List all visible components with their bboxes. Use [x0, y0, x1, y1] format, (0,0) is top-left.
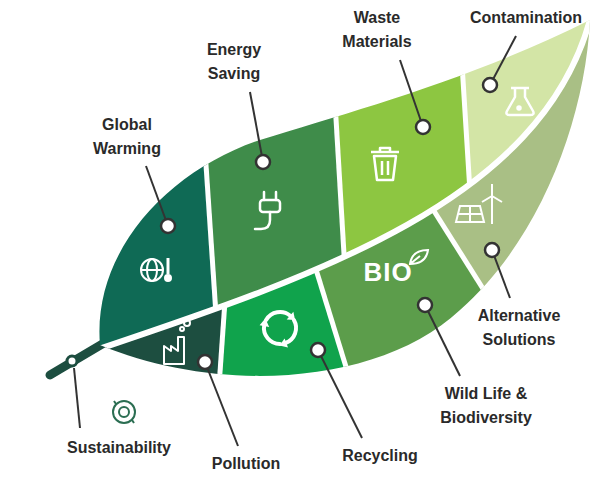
- segment-label: Pollution: [212, 452, 280, 476]
- trash-icon: [371, 148, 399, 180]
- thermometer-bulb: [165, 275, 171, 281]
- leader-lines: [74, 36, 516, 446]
- plug-cord: [255, 212, 270, 229]
- recycle-arrowhead: [260, 319, 270, 328]
- leader-line: [146, 166, 168, 226]
- factory-smoke: [180, 327, 184, 331]
- sustainability-globe: [119, 407, 129, 417]
- leader-dot: [161, 219, 175, 233]
- recycle-arrow: [266, 312, 290, 320]
- leader-line: [250, 92, 263, 162]
- solar-wind-icon: [456, 184, 502, 224]
- trash-ribs: [382, 161, 388, 175]
- segment-label: Recycling: [342, 444, 418, 468]
- globe-outline: [141, 259, 163, 281]
- segment-label: Wild Life & Biodiversity: [434, 382, 538, 430]
- flask-bubble: [518, 107, 521, 110]
- recycle-arrowhead: [280, 339, 289, 348]
- leader-dot: [418, 298, 432, 312]
- segment-label: Alternative Solutions: [469, 304, 569, 352]
- thermometer-tube: [167, 258, 170, 274]
- leaf-midrib: [90, 20, 590, 352]
- sustainability-arrows: [114, 401, 134, 423]
- leader-dot: [311, 343, 325, 357]
- recycle-icon: [260, 312, 296, 348]
- segment-divider: [264, 100, 383, 487]
- segment-label: Waste Materials: [334, 6, 420, 54]
- segment-label: Sustainability: [67, 436, 171, 460]
- plug-icon: [255, 192, 280, 229]
- plug-body: [260, 200, 280, 212]
- segment-divider: [364, 100, 606, 487]
- leader-dot: [485, 243, 499, 257]
- segment-label: Global Warming: [81, 113, 173, 161]
- trash-lid: [371, 148, 399, 152]
- flask-outline: [506, 88, 533, 115]
- bio-leaf-icon: [410, 250, 428, 264]
- recycle-arrow: [264, 325, 280, 344]
- leaf-segment: [0, 100, 239, 487]
- bio-leaf: [410, 250, 428, 264]
- factory-icon: [164, 320, 190, 364]
- sustainability-ring: [113, 401, 135, 423]
- segment-divider: [212, 100, 239, 487]
- leader-line: [425, 305, 460, 376]
- trash-body: [374, 156, 396, 180]
- leader-dot: [483, 78, 497, 92]
- turbine-blades: [482, 184, 502, 202]
- leader-line: [205, 362, 238, 446]
- sustainability-icon: [113, 401, 135, 423]
- leader-line: [400, 60, 423, 127]
- segment-label: Energy Saving: [194, 38, 274, 86]
- leader-line: [318, 350, 362, 438]
- turbine-pole: [491, 196, 493, 224]
- segment-label: Contamination: [470, 6, 582, 30]
- leader-dots: [161, 78, 499, 369]
- solar-grid: [458, 206, 482, 222]
- leader-dot: [256, 155, 270, 169]
- leader-dot: [416, 120, 430, 134]
- leader-line: [490, 36, 516, 85]
- leader-dot: [198, 355, 212, 369]
- leader-line: [74, 368, 80, 428]
- solar-panel: [456, 206, 484, 222]
- stem-ring: [67, 356, 77, 366]
- icon-text: BIO: [363, 257, 412, 287]
- globe-icon: [141, 258, 171, 281]
- recycle-arrowhead: [287, 312, 295, 320]
- leaf-stem: [50, 343, 104, 375]
- factory-building: [164, 337, 184, 364]
- globe-equator: [141, 269, 163, 271]
- flask-icon: [506, 88, 533, 115]
- recycle-arrow: [286, 320, 297, 343]
- factory-smoke: [184, 320, 190, 326]
